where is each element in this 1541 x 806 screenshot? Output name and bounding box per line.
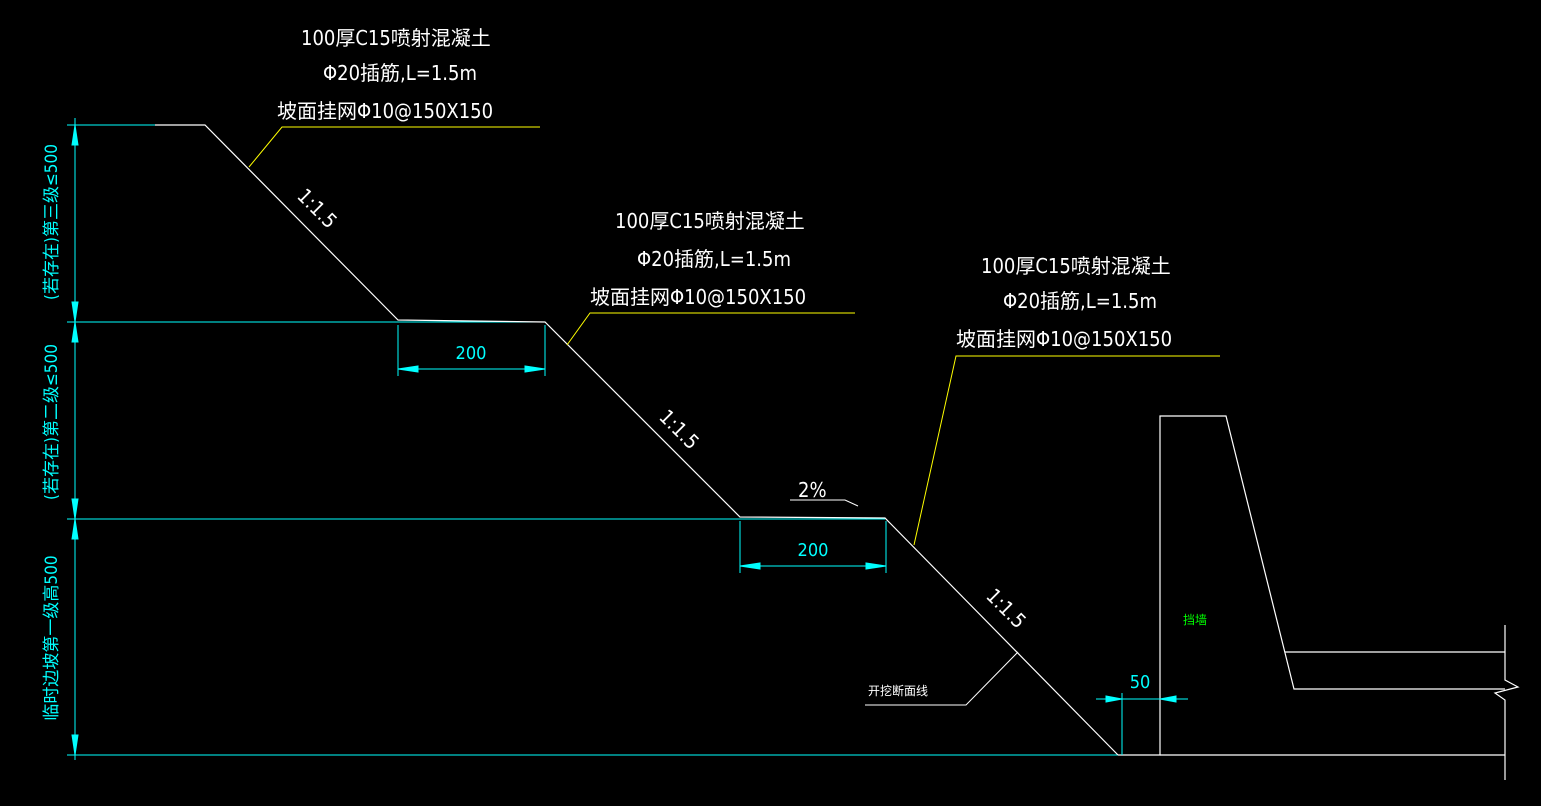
arrow-icon bbox=[1105, 695, 1123, 703]
leader-line-1 bbox=[248, 126, 540, 168]
arrow-icon bbox=[865, 562, 887, 570]
note-3: 100厚C15喷射混凝土 Φ20插筋,L=1.5m 坡面挂网Φ10@150X15… bbox=[956, 254, 1172, 351]
level-lines bbox=[67, 124, 1118, 756]
arrow-icon bbox=[71, 301, 79, 323]
level-label-2: (若存在)第二级≤500 bbox=[42, 344, 62, 500]
slope-label-2: 1:1.5 bbox=[654, 405, 704, 455]
slope-profile bbox=[155, 124, 1119, 756]
note-2-line-1: 100厚C15喷射混凝土 bbox=[615, 209, 805, 233]
retaining-wall-outline bbox=[1118, 415, 1505, 756]
note-3-line-2: Φ20插筋,L=1.5m bbox=[1003, 289, 1157, 313]
arrow-icon bbox=[71, 734, 79, 756]
arrow-icon bbox=[1159, 695, 1177, 703]
arrow-icon bbox=[71, 518, 79, 540]
note-1: 100厚C15喷射混凝土 Φ20插筋,L=1.5m 坡面挂网Φ10@150X15… bbox=[277, 26, 493, 123]
slope-label-1: 1:1.5 bbox=[292, 184, 342, 234]
excavation-label: 开挖断面线 bbox=[868, 683, 928, 698]
gradient-label: 2% bbox=[798, 478, 827, 502]
gap-dimension bbox=[1096, 693, 1188, 755]
note-1-line-2: Φ20插筋,L=1.5m bbox=[323, 61, 477, 85]
note-1-line-3: 坡面挂网Φ10@150X150 bbox=[277, 99, 493, 123]
note-1-line-1: 100厚C15喷射混凝土 bbox=[301, 26, 491, 50]
bench-dimension-2 bbox=[739, 521, 887, 573]
arrow-icon bbox=[524, 365, 546, 373]
excavation-leader bbox=[865, 651, 1019, 706]
slope-label-3: 1:1.5 bbox=[981, 584, 1031, 634]
arrow-icon bbox=[71, 498, 79, 520]
wall-label: 挡墙 bbox=[1183, 613, 1207, 627]
leader-line-2 bbox=[566, 312, 855, 346]
note-2-line-2: Φ20插筋,L=1.5m bbox=[637, 247, 791, 271]
break-line bbox=[1493, 625, 1520, 780]
retaining-wall bbox=[1118, 415, 1520, 780]
slope-profile-line bbox=[155, 124, 1119, 756]
level-label-1: 临时边坡第一级高500 bbox=[42, 555, 62, 720]
note-2: 100厚C15喷射混凝土 Φ20插筋,L=1.5m 坡面挂网Φ10@150X15… bbox=[590, 209, 806, 309]
leader-lines bbox=[248, 126, 1220, 546]
bench-dimension-1 bbox=[397, 325, 546, 376]
arrow-icon bbox=[71, 124, 79, 146]
vertical-dimension bbox=[71, 118, 79, 760]
leader-line-3 bbox=[913, 355, 1220, 546]
note-3-line-3: 坡面挂网Φ10@150X150 bbox=[956, 327, 1172, 351]
gap-dimension-value: 50 bbox=[1130, 672, 1151, 693]
arrow-icon bbox=[71, 321, 79, 343]
arrow-icon bbox=[739, 562, 761, 570]
gradient-arrow-icon bbox=[790, 499, 859, 507]
note-2-line-3: 坡面挂网Φ10@150X150 bbox=[590, 285, 806, 309]
level-label-3: (若存在)第三级≤500 bbox=[42, 144, 62, 300]
bench-dimension-2-value: 200 bbox=[798, 540, 829, 561]
note-3-line-1: 100厚C15喷射混凝土 bbox=[981, 254, 1171, 278]
bench-dimension-1-value: 200 bbox=[456, 343, 487, 364]
arrow-icon bbox=[397, 365, 419, 373]
